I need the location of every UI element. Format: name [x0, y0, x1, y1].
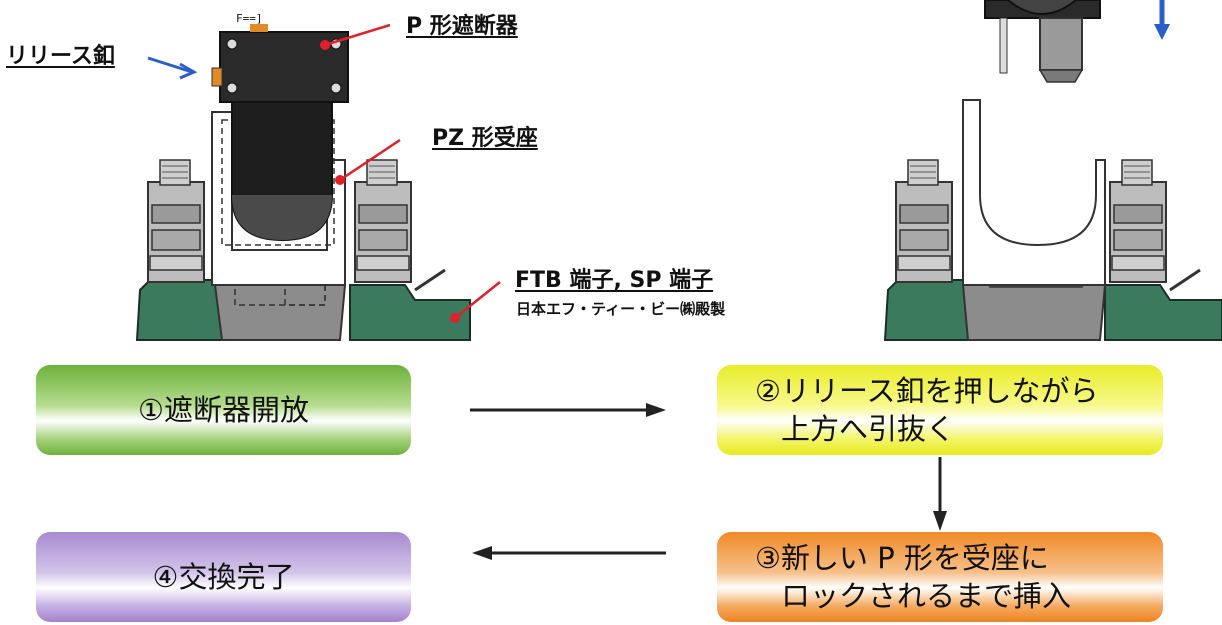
step-1-text: ①遮断器開放	[138, 393, 309, 427]
step-3-text-line-2: ロックされるまで挿入	[781, 579, 1072, 613]
assembly-illustration-left: F==]	[135, 12, 501, 341]
leader-lines	[320, 23, 501, 323]
step-1-box: ①遮断器開放	[36, 365, 411, 455]
empty-pz-socket	[961, 99, 1107, 341]
pull-direction-arrow	[1154, 0, 1170, 40]
arrow-step2-to-step3	[933, 457, 947, 531]
step-4-box: ④交換完了	[36, 532, 411, 622]
right-right-terminal-block	[1104, 159, 1222, 341]
svg-text:F==]: F==]	[236, 12, 263, 25]
arrow-step1-to-step2	[470, 403, 666, 417]
right-terminal-block	[349, 159, 471, 341]
manufacturer-label: 日本エフ・ティー・ビー㈱殿製	[516, 300, 726, 318]
step-3-text-line-1: ③新しい P 形を受座に	[755, 541, 1049, 575]
p-breaker-body: F==]	[211, 12, 349, 242]
flow-arrows	[470, 403, 947, 560]
pulled-breaker-bottom	[984, 0, 1101, 83]
ftb-terminal-label: FTB 端子, SP 端子	[515, 268, 714, 293]
release-lever-arrow	[147, 56, 198, 80]
step-2-text-line-1: ②リリース釦を押しながら	[755, 374, 1099, 408]
p-breaker-label: P 形遮断器	[406, 14, 518, 39]
left-terminal-block	[135, 159, 223, 341]
step-2-box: ②リリース釦を押しながら 上方へ引抜く	[717, 365, 1163, 455]
pz-socket-label: PZ 形受座	[432, 126, 538, 151]
step-2-text-line-2: 上方へ引抜く	[781, 412, 956, 446]
step-4-text: ④交換完了	[152, 560, 295, 594]
arrow-step3-to-step4	[472, 546, 666, 560]
removal-illustration-right	[883, 0, 1222, 341]
right-left-terminal-block	[883, 159, 971, 341]
release-lever-label: リリース釦	[6, 44, 115, 69]
step-3-box: ③新しい P 形を受座に ロックされるまで挿入	[717, 532, 1163, 622]
